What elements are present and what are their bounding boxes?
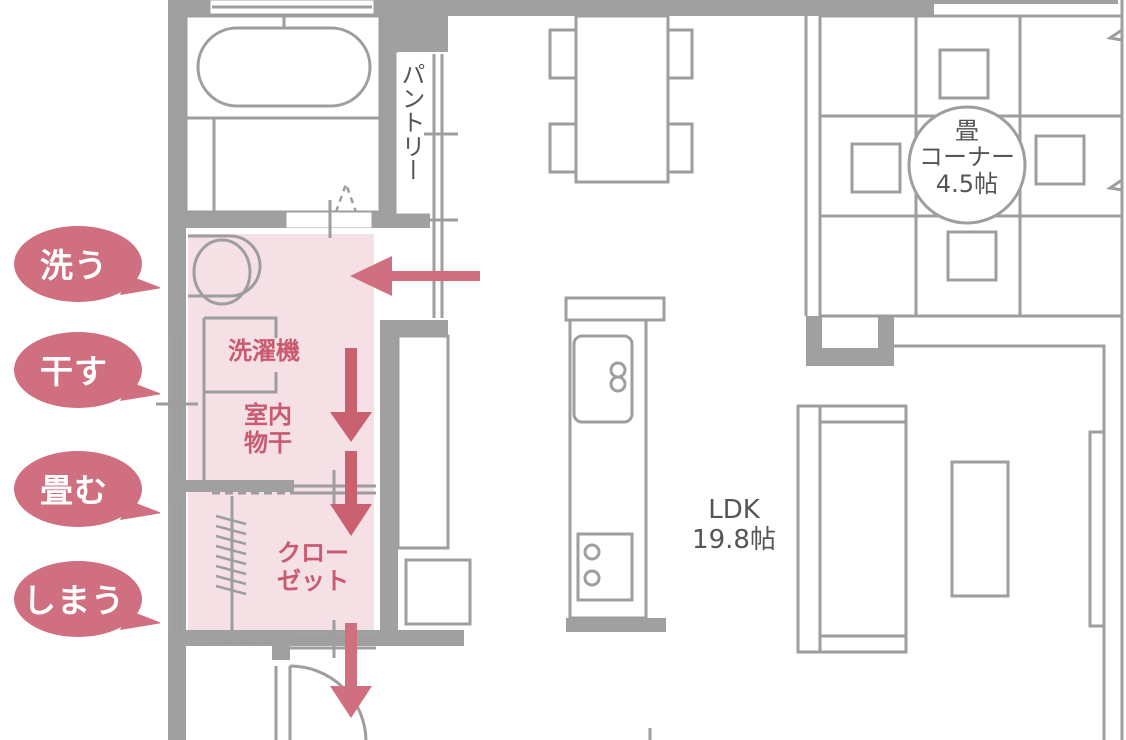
ldk-size: 19.8帖 — [692, 524, 776, 555]
step-label: 畳む — [40, 471, 108, 510]
step-label: 干す — [40, 352, 108, 391]
ldk-name: LDK — [708, 495, 760, 525]
indoor-drying-line1: 室内 — [244, 401, 292, 429]
speech-bubble-icon — [14, 451, 160, 527]
tatami-size: 4.5帖 — [935, 169, 999, 198]
laundry-highlight — [188, 234, 374, 630]
step-label: 洗う — [40, 246, 108, 285]
pantry-label: パントリー — [397, 62, 425, 182]
step-bubble-store: しまう — [10, 560, 160, 644]
ldk-label: LDK 19.8帖 — [672, 495, 796, 556]
speech-bubble-icon — [14, 226, 160, 302]
indoor-drying-label: 室内 物干 — [230, 401, 306, 457]
indoor-drying-line2: 物干 — [244, 428, 292, 457]
washer-label: 洗濯機 — [228, 337, 300, 365]
tatami-line1: 畳 — [955, 117, 979, 145]
fixtures — [156, 0, 1124, 740]
closet-line2: ゼット — [277, 566, 349, 595]
step-bubble-fold: 畳む — [10, 450, 160, 534]
closet-line1: クロー — [277, 539, 349, 567]
speech-bubble-icon — [14, 561, 160, 637]
tatami-line2: コーナー — [919, 143, 1015, 172]
flow-arrows — [330, 256, 480, 718]
step-label: しまう — [23, 581, 125, 620]
speech-bubble-icon — [14, 332, 160, 408]
tatami-corner-label: 畳 コーナー 4.5帖 — [905, 117, 1029, 198]
closet-label: クロー ゼット — [258, 539, 368, 595]
step-bubble-dry: 干す — [10, 331, 160, 415]
step-bubble-wash: 洗う — [10, 225, 160, 309]
